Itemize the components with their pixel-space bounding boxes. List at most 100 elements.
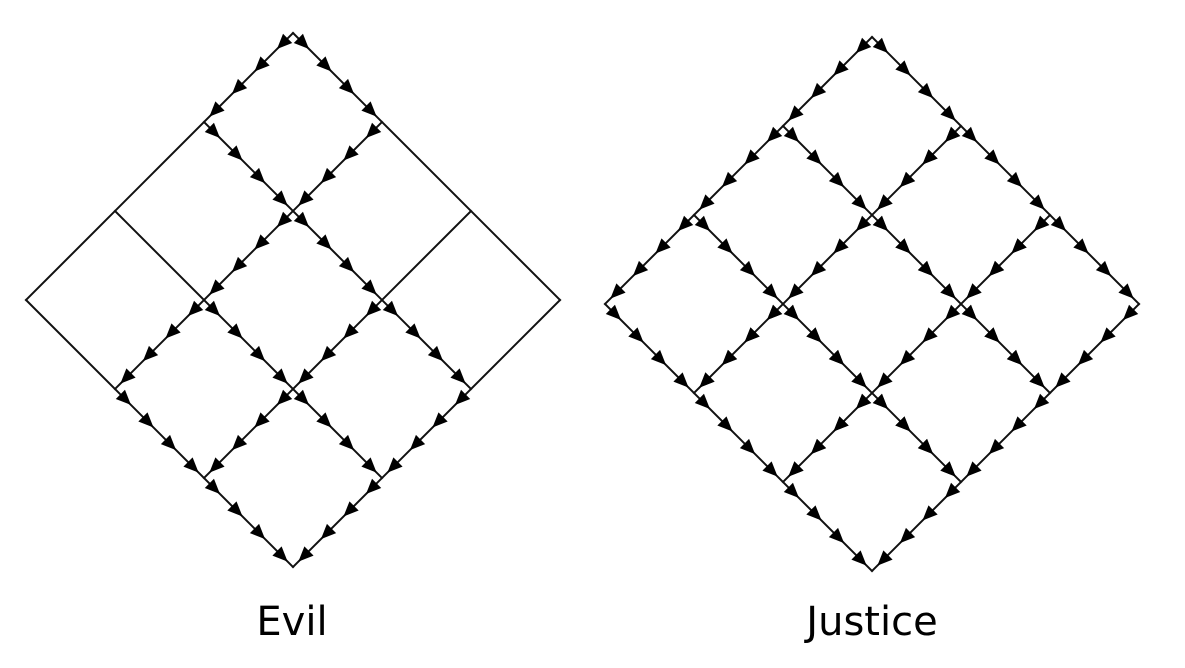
arrow-marker (810, 82, 827, 99)
arrow-marker (277, 211, 293, 227)
arrow-marker (632, 260, 649, 277)
arrow-marker (227, 145, 243, 161)
arrow-marker (699, 194, 715, 210)
arrow-marker (298, 190, 314, 206)
arrow-marker (277, 33, 293, 49)
arrow-marker (209, 457, 225, 473)
arrow-marker (298, 546, 314, 562)
arrow-marker (694, 215, 710, 231)
arrow-marker (856, 215, 872, 231)
arrow-marker (366, 122, 382, 138)
arrow-marker (872, 37, 888, 53)
arrow-marker (961, 304, 977, 320)
arrow-marker (895, 416, 911, 432)
grid-line (781, 213, 1052, 484)
arrow-marker (917, 438, 934, 455)
arrow-marker (142, 345, 159, 362)
grid-line (603, 302, 874, 573)
arrow-marker (227, 323, 243, 339)
grid-line (692, 124, 963, 395)
arrow-marker (833, 416, 849, 432)
arrow-marker (320, 523, 337, 540)
arrow-marker (767, 304, 783, 320)
justice-caption: Justice (803, 599, 937, 645)
arrow-marker (204, 300, 220, 316)
arrow-marker (343, 501, 359, 517)
arrow-marker (361, 457, 377, 473)
arrow-marker (650, 349, 667, 366)
arrow-marker (988, 438, 1005, 455)
arrow-marker (316, 412, 332, 428)
arrow-marker (856, 393, 872, 409)
arrow-marker (293, 389, 309, 405)
grid-line (202, 209, 473, 480)
arrow-marker (366, 478, 382, 494)
arrow-marker (940, 461, 956, 477)
arrow-marker (338, 434, 355, 451)
arrow-marker (1073, 238, 1089, 254)
arrow-marker (851, 550, 867, 566)
arrow-marker (1118, 283, 1134, 299)
arrow-marker (851, 194, 867, 210)
arrow-marker (272, 368, 288, 384)
grid-line (603, 35, 874, 306)
arrow-marker (298, 368, 314, 384)
arrow-marker (138, 412, 154, 428)
grid-line (291, 31, 562, 302)
arrow-marker (1055, 372, 1071, 388)
arrow-marker (405, 323, 421, 339)
arrow-marker (783, 126, 799, 142)
justice-diagram (603, 35, 1141, 573)
arrow-marker (204, 122, 220, 138)
arrow-marker (762, 461, 778, 477)
arrow-marker (945, 304, 961, 320)
arrow-marker (455, 389, 471, 405)
arrow-marker (856, 37, 872, 53)
arrow-marker (231, 256, 248, 273)
arrow-marker (988, 260, 1005, 277)
arrow-marker (872, 215, 888, 231)
grid-line (692, 213, 963, 484)
arrow-marker (899, 527, 916, 544)
arrow-marker (828, 527, 845, 544)
arrow-marker (940, 283, 956, 299)
arrow-marker (899, 171, 916, 188)
arrow-marker (1011, 416, 1027, 432)
arrow-marker (922, 505, 938, 521)
arrow-marker (810, 438, 827, 455)
evil-caption: Evil (256, 599, 327, 645)
arrow-marker (254, 234, 270, 250)
arrow-marker (316, 234, 332, 250)
arrow-marker (788, 283, 804, 299)
arrow-marker (966, 461, 982, 477)
arrow-marker (1011, 238, 1027, 254)
arrow-marker (249, 345, 266, 362)
arrow-marker (806, 327, 822, 343)
arrow-marker (984, 149, 1000, 165)
arrow-marker (1006, 349, 1023, 366)
arrow-marker (895, 60, 911, 76)
arrow-marker (717, 238, 733, 254)
arrow-marker (320, 167, 337, 184)
arrow-marker (872, 393, 888, 409)
arrow-marker (160, 434, 177, 451)
arrow-marker (293, 33, 309, 49)
arrow-marker (1006, 171, 1023, 188)
arrow-marker (254, 56, 270, 72)
arrow-marker (788, 461, 804, 477)
grid-line (24, 298, 295, 569)
arrow-marker (231, 434, 248, 451)
arrow-marker (231, 78, 248, 95)
arrow-marker (183, 457, 199, 473)
arrow-marker (655, 238, 671, 254)
arrow-marker (877, 372, 893, 388)
arrow-marker (188, 300, 204, 316)
arrow-marker (945, 482, 961, 498)
arrow-marker (120, 368, 136, 384)
arrow-marker (361, 279, 377, 295)
arrow-marker (115, 389, 131, 405)
arrow-marker (673, 372, 689, 388)
arrow-marker (1050, 215, 1066, 231)
arrow-marker (272, 546, 288, 562)
arrow-marker (678, 215, 694, 231)
